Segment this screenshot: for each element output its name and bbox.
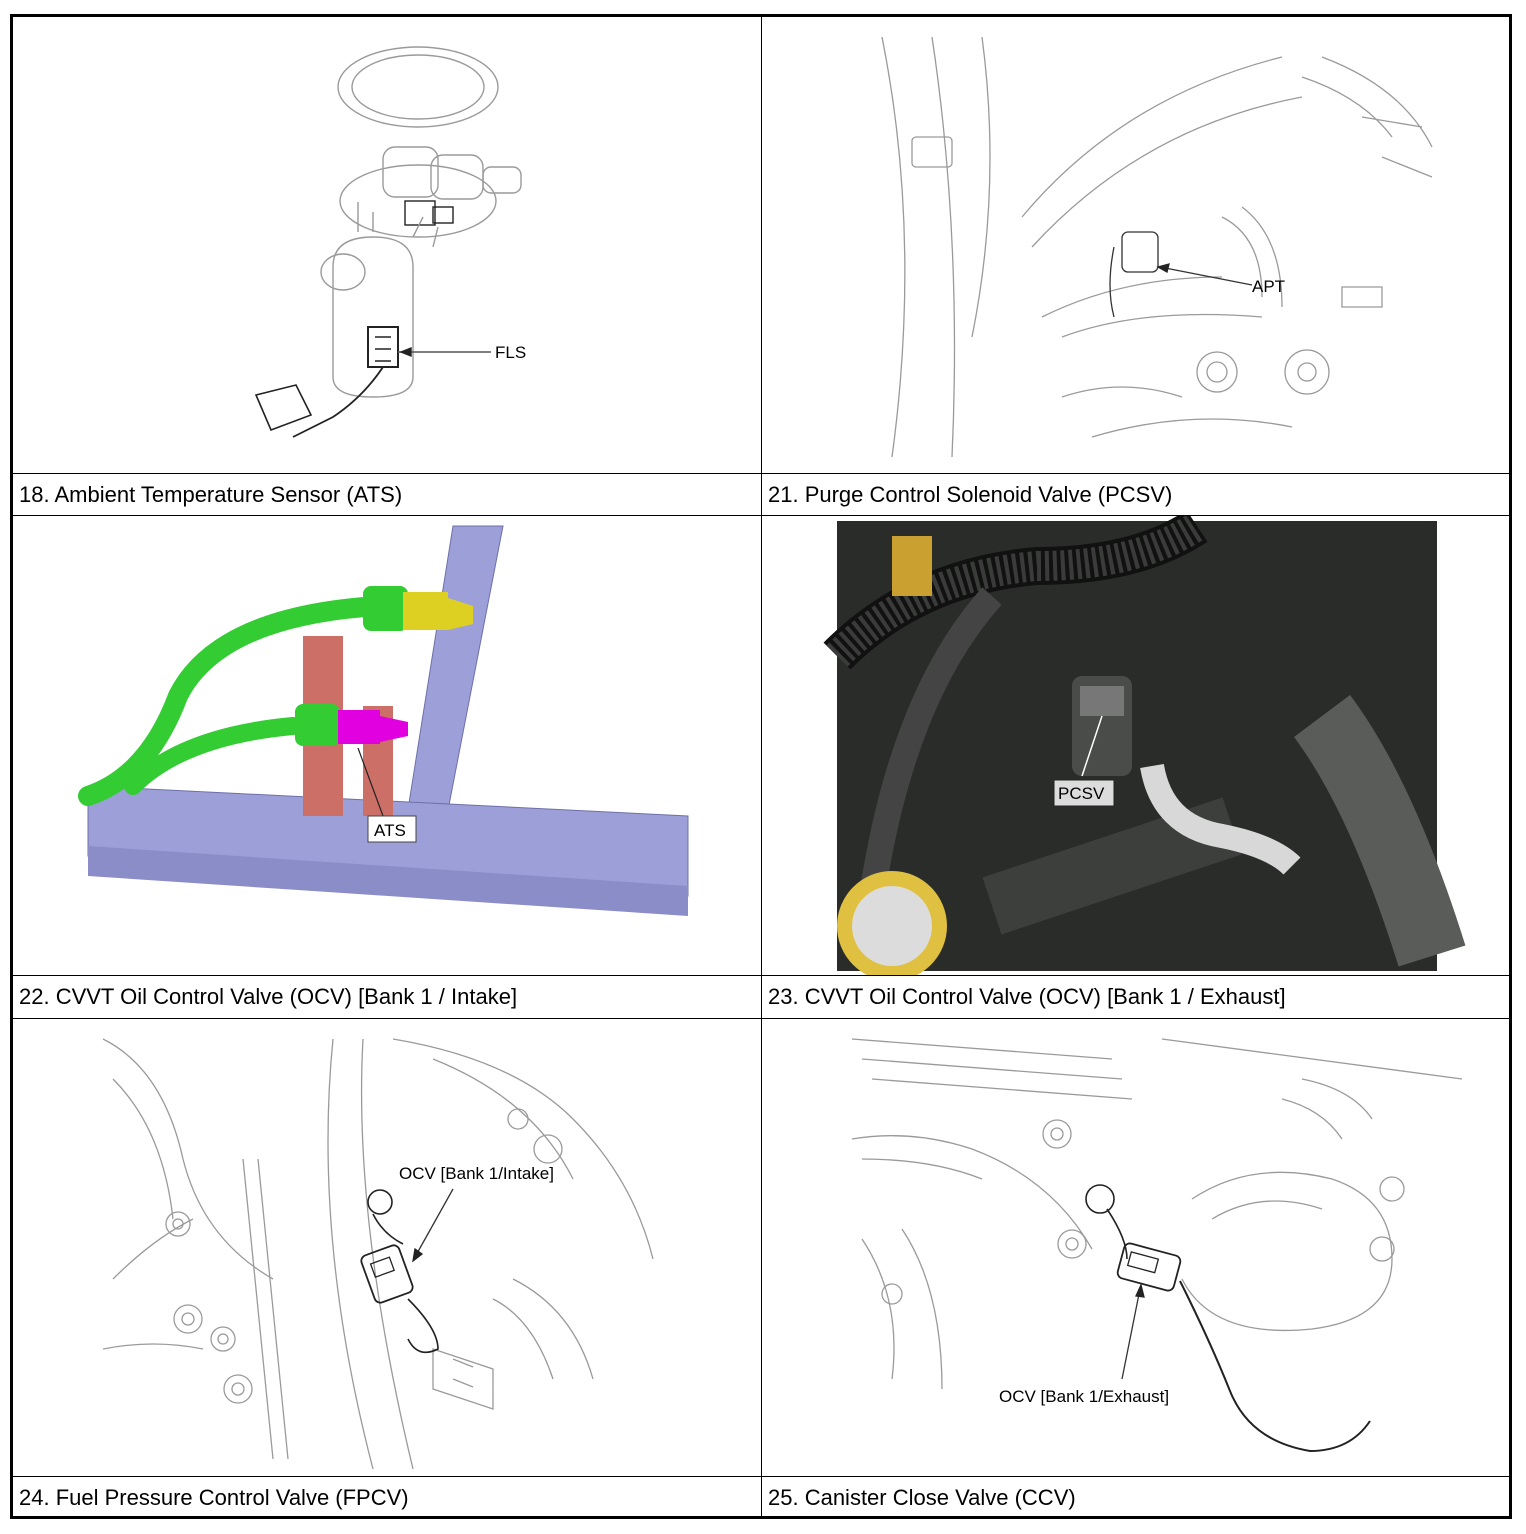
- fls-callout: FLS: [495, 343, 526, 362]
- caption-ats: 18. Ambient Temperature Sensor (ATS): [19, 482, 403, 507]
- ocv-intake-callout: OCV [Bank 1/Intake]: [399, 1164, 554, 1183]
- pcsv-callout: PCSV: [1058, 784, 1105, 803]
- column-divider: [761, 17, 762, 1516]
- row-divider: [13, 473, 1509, 474]
- row-divider: [13, 515, 1509, 516]
- ocv-intake-drawing: OCV [Bank 1/Intake]: [13, 1019, 761, 1476]
- apt-callout: APT: [1252, 277, 1285, 296]
- row-divider: [13, 975, 1509, 976]
- pcsv-engine-photo: PCSV: [762, 516, 1512, 975]
- ats-3d-render: ATS: [13, 516, 761, 975]
- caption-ccv: 25. Canister Close Valve (CCV): [768, 1485, 1076, 1510]
- ocv-exhaust-drawing: OCV [Bank 1/Exhaust]: [762, 1019, 1512, 1476]
- row-divider: [13, 1476, 1509, 1477]
- caption-ocv-exhaust: 23. CVVT Oil Control Valve (OCV) [Bank 1…: [768, 984, 1286, 1009]
- ats-callout: ATS: [374, 821, 406, 840]
- ocv-exhaust-callout: OCV [Bank 1/Exhaust]: [999, 1387, 1169, 1406]
- caption-fpcv: 24. Fuel Pressure Control Valve (FPCV): [19, 1485, 409, 1510]
- fuel-sender-drawing: FLS: [13, 17, 761, 473]
- row-divider: [13, 1018, 1509, 1019]
- apt-engine-drawing: APT: [762, 17, 1512, 473]
- caption-ocv-intake: 22. CVVT Oil Control Valve (OCV) [Bank 1…: [19, 984, 518, 1009]
- caption-pcsv: 21. Purge Control Solenoid Valve (PCSV): [768, 482, 1173, 507]
- diagram-sheet: FLS APT 18. Ambient Temperature Sensor (…: [10, 14, 1512, 1519]
